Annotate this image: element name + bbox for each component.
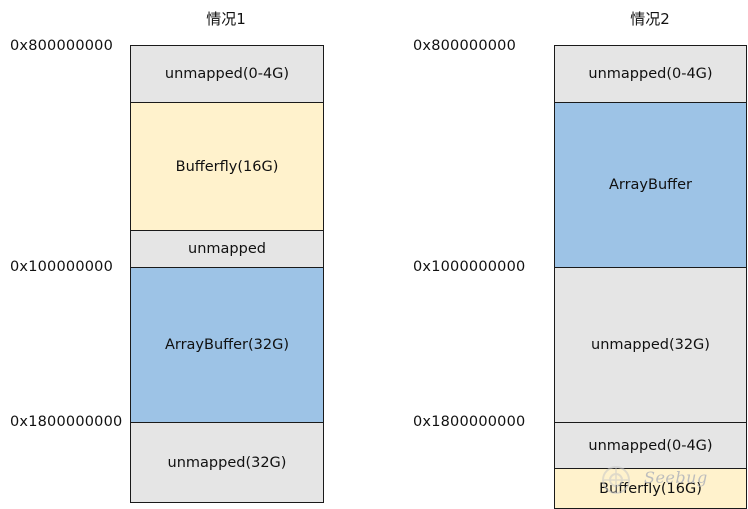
case1-address-top: 0x800000000: [10, 38, 114, 54]
case2-block-unmapped-32g: unmapped(32G): [554, 267, 747, 423]
case1-block-arraybuffer: ArrayBuffer(32G): [130, 267, 324, 423]
case1-block-unmapped-0-4g: unmapped(0-4G): [130, 45, 324, 103]
case1-address-bottom: 0x1800000000: [10, 414, 123, 430]
case2-address-top: 0x800000000: [413, 38, 517, 54]
case2-block-unmapped-0-4g-lower: unmapped(0-4G): [554, 422, 747, 469]
case2-block-unmapped-0-4g: unmapped(0-4G): [554, 45, 747, 103]
watermark-text: Seebug: [644, 468, 708, 487]
case1-address-mid: 0x100000000: [10, 259, 114, 275]
case1-block-unmapped-32g: unmapped(32G): [130, 422, 324, 503]
case1-block-bufferfly: Bufferfly(16G): [130, 102, 324, 231]
case2-title: 情况2: [630, 10, 670, 28]
case2-address-bottom: 0x1800000000: [413, 414, 526, 430]
case1-title: 情况1: [206, 10, 246, 28]
case2-block-arraybuffer: ArrayBuffer: [554, 102, 747, 268]
case1-block-unmapped: unmapped: [130, 230, 324, 268]
case2-address-mid: 0x1000000000: [413, 259, 526, 275]
